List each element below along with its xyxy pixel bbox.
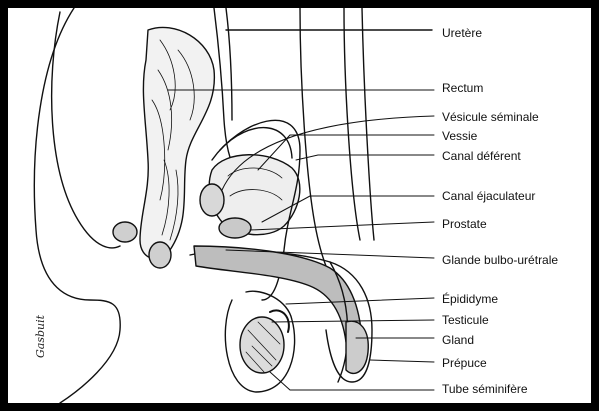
rectum xyxy=(140,27,214,258)
artist-signature: Gasbuit xyxy=(34,315,47,358)
label-gland: Gland xyxy=(442,333,474,347)
anal-tissue-2 xyxy=(149,242,171,268)
label-prostate: Prostate xyxy=(442,217,487,231)
label-rectum: Rectum xyxy=(442,81,483,95)
anatomy-illustration xyxy=(8,8,591,403)
label-vessie: Vessie xyxy=(442,129,477,143)
body-outline xyxy=(34,8,120,403)
ureter xyxy=(214,8,240,176)
glans xyxy=(346,321,368,373)
prostate xyxy=(219,218,251,238)
label-epididyme: Épididyme xyxy=(442,292,498,306)
label-uretere: Uretère xyxy=(442,26,482,40)
label-glande-bulbo-uretrale: Glande bulbo-urétrale xyxy=(442,253,558,267)
seminal-vesicle xyxy=(200,184,224,216)
leader-canal-deferent xyxy=(296,155,434,160)
anal-tissue-1 xyxy=(113,222,137,242)
leader-epididyme xyxy=(286,298,434,304)
label-canal-ejaculateur: Canal éjaculateur xyxy=(442,189,535,203)
label-tube-seminifere: Tube séminifère xyxy=(442,382,528,396)
label-canal-deferent: Canal déférent xyxy=(442,149,521,163)
sacrum-outline xyxy=(52,12,120,248)
leader-prepuce xyxy=(370,360,434,362)
leader-tube xyxy=(270,372,434,390)
label-testicule: Testicule xyxy=(442,313,489,327)
label-prepuce: Prépuce xyxy=(442,356,487,370)
diagram-panel: Uretère Rectum Vésicule séminale Vessie … xyxy=(8,8,591,403)
label-vesicule-seminale: Vésicule séminale xyxy=(442,110,539,124)
